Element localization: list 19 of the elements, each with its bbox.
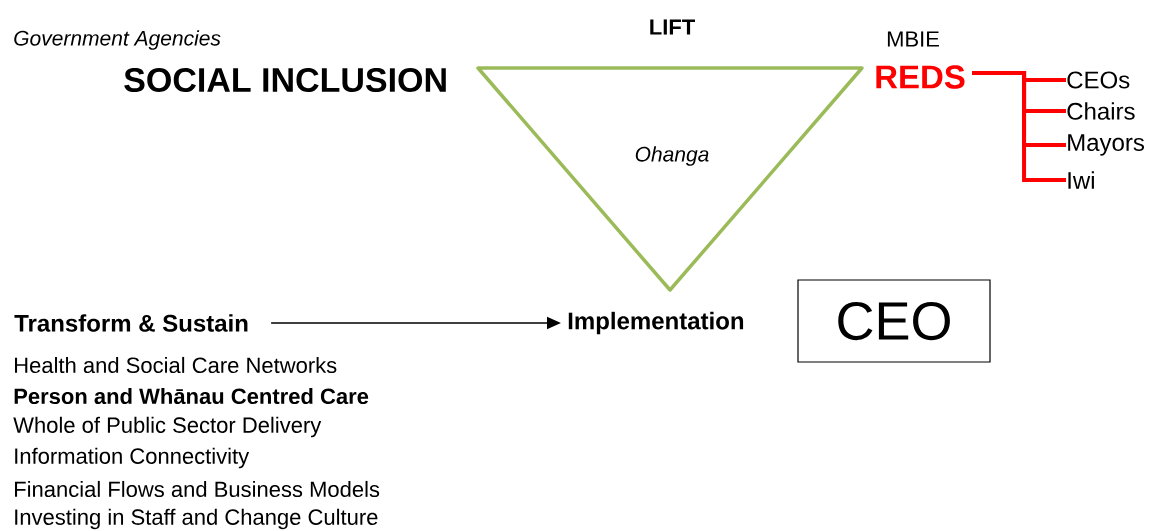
list-item: Information Connectivity	[15, 447, 250, 469]
list-item: Person and Whānau Centred Care	[14, 387, 369, 405]
role-box: CEO	[797, 279, 991, 363]
label-text: Government Agencies	[14, 30, 221, 50]
list-item: Investing in Staff and Change Culture	[15, 508, 378, 530]
group-label: REDS	[876, 65, 965, 89]
bracket-connector	[972, 71, 1066, 182]
list-item: Financial Flows and Business Models	[15, 480, 380, 498]
member-label: Mayors	[1068, 134, 1144, 156]
member-label: Iwi	[1068, 171, 1094, 189]
label-text: LIFT	[650, 19, 695, 35]
member-label: Chairs	[1067, 102, 1135, 120]
stage-label: Transform & Sustain	[14, 314, 248, 332]
heading: SOCIAL INCLUSION	[124, 67, 446, 93]
list-item: Whole of Public Sector Delivery	[13, 416, 322, 438]
label-text: MBIE	[887, 31, 939, 47]
stage-label: Implementation	[568, 311, 744, 335]
member-label: CEOs	[1067, 71, 1130, 89]
list-item: Health and Social Care Networks	[15, 356, 337, 374]
